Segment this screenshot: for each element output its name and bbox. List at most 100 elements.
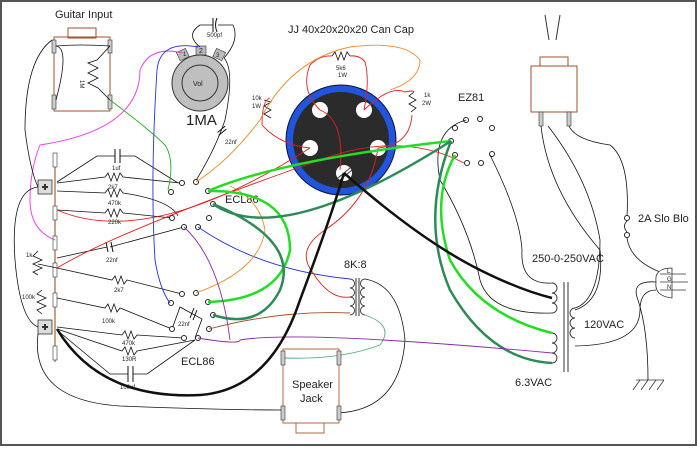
res-2k7-a-label: 2k7 bbox=[108, 185, 118, 191]
pot-vol-label: Vol bbox=[193, 81, 203, 88]
resistor-1m-label: 1M bbox=[78, 80, 84, 88]
wire bbox=[337, 278, 406, 414]
wire-red bbox=[305, 147, 379, 274]
can-capacitor: JJ 40x20x20x20 Can Cap 5k6 1W 10k 1W 1k … bbox=[252, 24, 431, 196]
wire-red bbox=[363, 90, 415, 111]
resistor-100k bbox=[56, 297, 173, 330]
cap-22nf-top-label: 22nf bbox=[225, 140, 237, 146]
ot-label: 8K:8 bbox=[344, 259, 367, 271]
socket-pin bbox=[477, 116, 483, 122]
wire bbox=[24, 39, 53, 188]
capacitor-22nf-bot bbox=[189, 307, 198, 321]
socket-pin bbox=[168, 300, 174, 306]
jack-lug bbox=[336, 350, 342, 366]
ground-lug-cross bbox=[42, 324, 48, 330]
ground-lug-cross bbox=[42, 184, 48, 190]
wire-red bbox=[306, 55, 333, 111]
wire-purple bbox=[197, 336, 553, 354]
pt-primary-winding bbox=[569, 307, 576, 339]
tag bbox=[52, 345, 58, 361]
resistor-1k-2w bbox=[408, 91, 417, 113]
wire-red bbox=[349, 55, 368, 111]
inlet-l-label: L bbox=[667, 269, 671, 275]
wire-heater-light bbox=[207, 139, 452, 193]
res-5k6-label: 5k6 bbox=[336, 66, 346, 72]
resistor-1m bbox=[86, 45, 111, 101]
resistor-100k-left bbox=[36, 289, 47, 315]
capacitor-100uf bbox=[127, 366, 134, 382]
chassis-ground-icon bbox=[632, 379, 665, 391]
wire bbox=[56, 226, 185, 259]
wire-heater-light bbox=[439, 154, 553, 335]
wire-red bbox=[377, 114, 413, 149]
wire-red bbox=[312, 272, 351, 298]
switch-lug bbox=[538, 111, 544, 127]
socket-pin bbox=[452, 125, 458, 131]
fuse: 2A Slo Blo bbox=[624, 213, 689, 273]
tag bbox=[52, 235, 58, 251]
pot-cap-wire bbox=[192, 24, 236, 59]
speaker-jack-tab bbox=[295, 422, 325, 434]
jack-lug bbox=[51, 39, 57, 54]
socket-pin bbox=[464, 160, 470, 166]
ot-secondary-winding bbox=[360, 278, 366, 316]
socket-pin bbox=[206, 215, 212, 221]
res-470k-a-label: 470k bbox=[108, 201, 122, 207]
ez81-label: EZ81 bbox=[458, 92, 484, 104]
socket-pin bbox=[168, 189, 174, 195]
res-2k7-b-label: 2k7 bbox=[114, 288, 124, 294]
fuse-element bbox=[624, 220, 628, 233]
wire-mint bbox=[284, 314, 386, 359]
jack-body bbox=[53, 36, 111, 112]
capacitor-500pf bbox=[212, 17, 218, 33]
fuse-label: 2A Slo Blo bbox=[638, 213, 689, 225]
wire-heater-dark bbox=[212, 202, 285, 321]
wire bbox=[56, 329, 196, 375]
speaker-jack: Speaker Jack bbox=[280, 348, 342, 434]
resistor-10k bbox=[263, 99, 273, 119]
capacitor-1uf bbox=[114, 149, 121, 163]
pt-heater-winding bbox=[551, 332, 558, 364]
jack-lug bbox=[107, 94, 113, 110]
socket-pin bbox=[169, 326, 175, 332]
power-transformer: 250-0-250VAC 120VAC 6.3VAC bbox=[437, 119, 624, 389]
resistor-2k7-b bbox=[37, 263, 183, 295]
pot-lug-1 bbox=[175, 47, 190, 62]
res-1k-psu-w-label: 2W bbox=[422, 101, 431, 107]
tag bbox=[52, 205, 58, 221]
wire-heater-dark bbox=[434, 140, 553, 365]
pot-value-label: 1MA bbox=[186, 112, 217, 129]
tag bbox=[52, 152, 58, 168]
inlet-pins bbox=[660, 273, 688, 291]
jack-lug bbox=[51, 94, 57, 110]
wire bbox=[13, 186, 39, 328]
res-100k-label: 100k bbox=[102, 319, 116, 325]
wire bbox=[56, 155, 179, 184]
wiring bbox=[13, 39, 553, 411]
speaker-jack-label-1: Speaker bbox=[292, 379, 333, 391]
cap-500pf-label: 500pf bbox=[207, 33, 222, 39]
power-switch bbox=[530, 14, 628, 218]
wire-orange bbox=[195, 44, 421, 183]
ground-wire bbox=[635, 281, 657, 381]
ground-bus: 1k 100k bbox=[22, 152, 58, 362]
socket-pin bbox=[478, 160, 484, 166]
wire-blue bbox=[152, 45, 199, 304]
socket-pin bbox=[169, 215, 175, 221]
wire-red bbox=[319, 109, 342, 171]
wire-green-signal bbox=[109, 99, 172, 191]
wire-ground-heavy bbox=[55, 172, 346, 397]
res-10k-label: 10k bbox=[252, 96, 263, 102]
pot-pin-1-label: 1 bbox=[183, 52, 187, 58]
pot-pin-3-label: 3 bbox=[216, 53, 220, 59]
wire bbox=[36, 333, 282, 411]
res-1k-label: 1k bbox=[26, 253, 33, 259]
pt-primary-label: 120VAC bbox=[584, 319, 624, 331]
speaker-jack-label-2: Jack bbox=[300, 393, 323, 405]
wire bbox=[574, 289, 657, 347]
pt-hv-winding bbox=[551, 282, 558, 314]
pt-hv-label: 250-0-250VAC bbox=[532, 253, 604, 265]
resistor-470k-a bbox=[56, 187, 179, 217]
